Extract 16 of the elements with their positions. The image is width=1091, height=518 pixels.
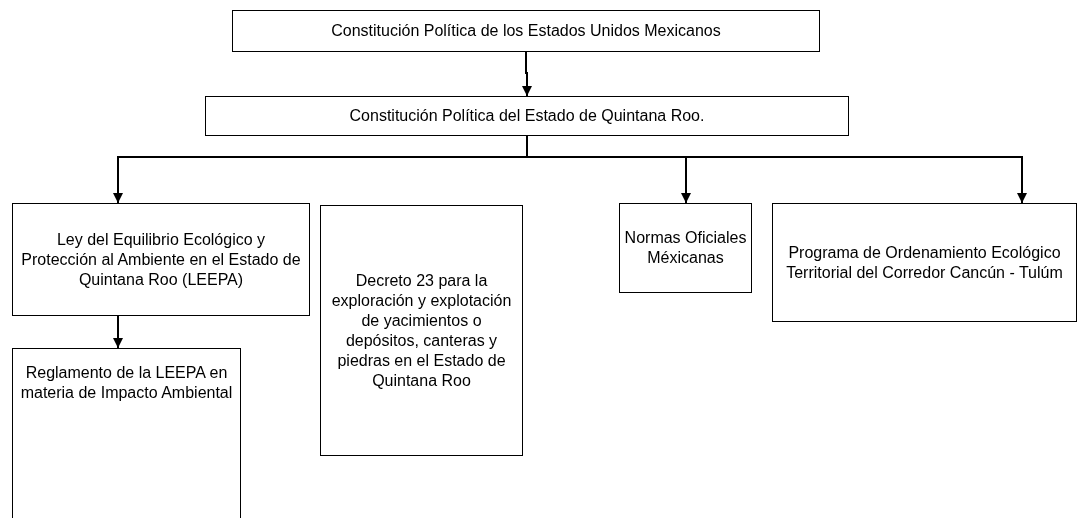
- box-label: Constitución Política del Estado de Quintana Roo.: [349, 106, 705, 126]
- arrow: [113, 315, 123, 349]
- box-label: Reglamento de la LEEPA en materia de Impacto Ambiental: [19, 363, 234, 403]
- text-box: [619, 203, 752, 293]
- box-label: Programa de Ordenamiento Ecológico Territorial del Corredor Cancún - Tulúm: [785, 242, 1064, 283]
- text-box: [12, 348, 241, 518]
- arrow: [522, 51, 532, 97]
- text-box: [320, 205, 523, 456]
- text-box: [12, 203, 310, 316]
- box-label: Normas Oficiales Méxicanas: [624, 228, 747, 268]
- text-box: [772, 203, 1077, 322]
- box-label: Ley del Equilibrio Ecológico y Protección al Ambiente en el Estado de Quintana Roo (LEEPA): [20, 229, 302, 290]
- box-label: Decreto 23 para la exploración y explotación de yacimientos o depósitos, canteras y piedras en el Estado de Quintana Roo: [330, 270, 513, 391]
- text-box: [205, 96, 849, 136]
- box-label: Constitución Política de los Estados Unidos Mexicanos: [331, 21, 721, 41]
- text-box: [232, 10, 820, 52]
